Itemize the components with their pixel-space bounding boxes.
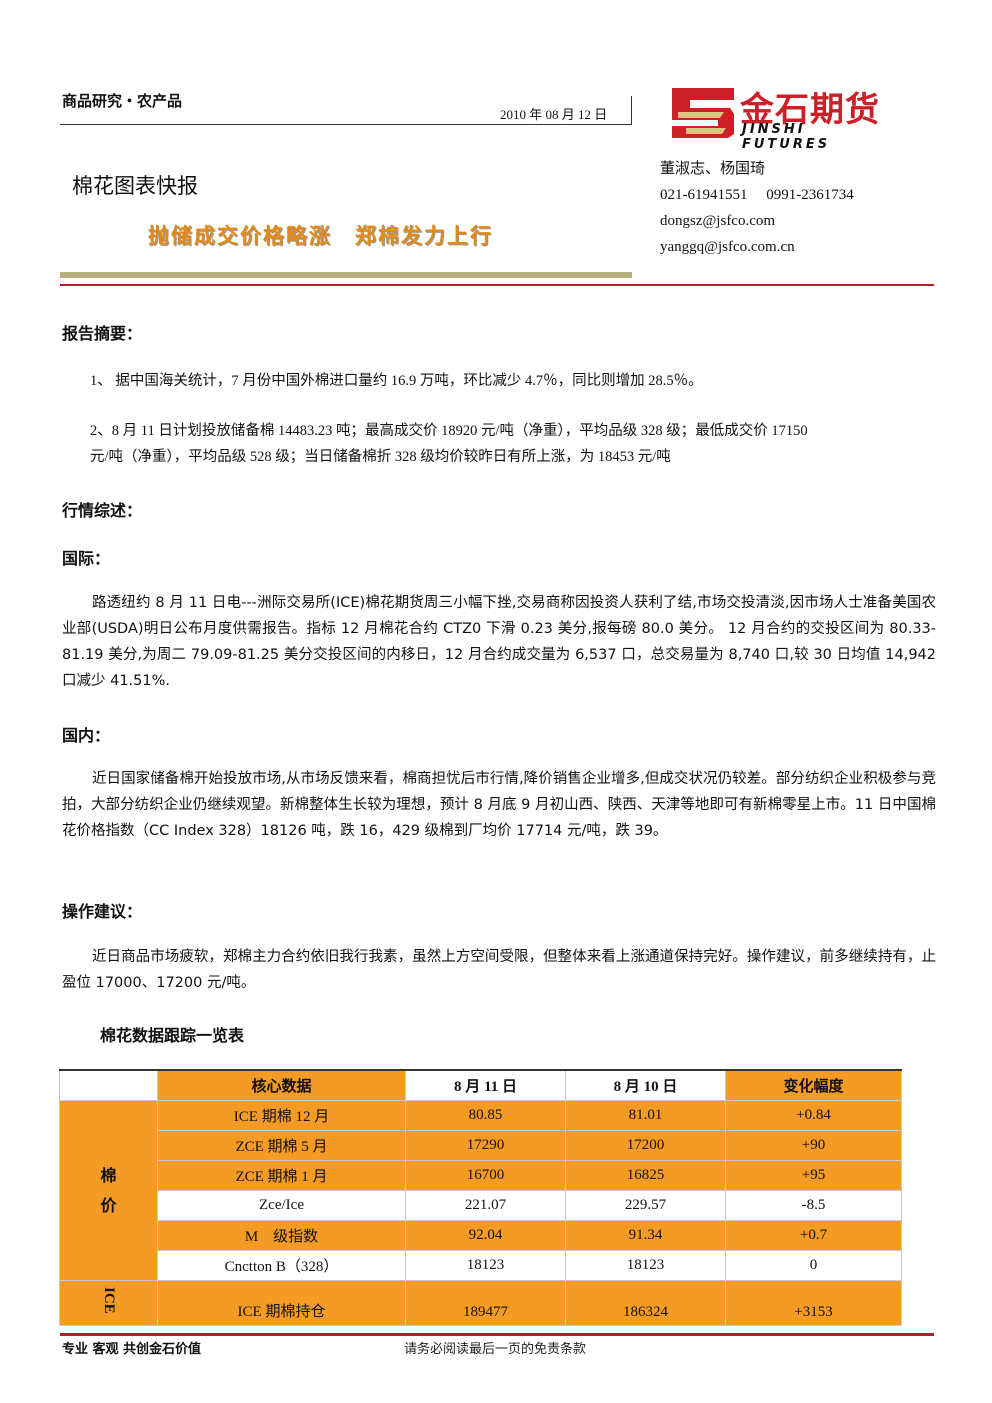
- table-cell: +95: [725, 1160, 902, 1191]
- contact-email-2[interactable]: yanggq@jsfco.com.cn: [660, 239, 795, 255]
- table-cell: 0: [725, 1250, 902, 1281]
- table-row: Cnctton B（328） 18123 18123 0: [59, 1250, 902, 1281]
- logo-mark-icon: [668, 84, 738, 140]
- table-row: ZCE 期棉 1 月 16700 16825 +95: [59, 1160, 902, 1191]
- table-header-cell: [59, 1069, 158, 1101]
- table-header-row: 核心数据 8 月 11 日 8 月 10 日 变化幅度: [59, 1069, 902, 1101]
- logo-text-cn: 金石期货: [740, 90, 880, 130]
- report-category: 商品研究・农产品: [62, 92, 183, 110]
- header-rule-tick: [631, 96, 632, 125]
- table-cell: +3153: [725, 1280, 902, 1326]
- table-cell: 16825: [565, 1160, 726, 1191]
- table-cell: Zce/Ice: [157, 1190, 406, 1221]
- table-cell: 229.57: [565, 1190, 726, 1221]
- table-cell: 18123: [405, 1250, 566, 1281]
- table-cell: ZCE 期棉 1 月: [157, 1160, 406, 1191]
- table-cell: 18123: [565, 1250, 726, 1281]
- group-label-cotton-price: 棉 价: [59, 1100, 158, 1281]
- table-header-cell: 8 月 10 日: [565, 1069, 726, 1101]
- operation-paragraph: 近日商品市场疲软，郑棉主力合约依旧我行我素，虽然上方空间受限，但整体来看上涨通道…: [62, 949, 936, 991]
- footer-slogan: 专业 客观 共创金石价值: [62, 1342, 202, 1357]
- doc-title: 棉花图表快报: [72, 174, 198, 198]
- table-row: M 级指数 92.04 91.34 +0.7: [59, 1220, 902, 1251]
- table-cell: ZCE 期棉 5 月: [157, 1130, 406, 1161]
- table-cell: -8.5: [725, 1190, 902, 1221]
- cotton-data-table: 核心数据 8 月 11 日 8 月 10 日 变化幅度 棉 价 ICE 期棉 1…: [59, 1069, 902, 1326]
- summary-item-2-line-2: 元/吨（净重），平均品级 528 级；当日储备棉折 328 级均价较昨日有所上涨…: [90, 449, 671, 465]
- table-title: 棉花数据跟踪一览表: [100, 1026, 245, 1045]
- table-cell: ICE 期棉 12 月: [157, 1100, 406, 1131]
- table-cell: 17200: [565, 1130, 726, 1161]
- intl-heading: 国际：: [62, 549, 111, 568]
- table-header-cell: 核心数据: [157, 1069, 406, 1101]
- table-cell: Cnctton B（328）: [157, 1250, 406, 1281]
- domestic-heading: 国内：: [62, 726, 111, 745]
- headline: 抛储成交价格略涨 郑棉发力上行: [148, 224, 493, 248]
- intl-paragraph: 路透纽约 8 月 11 日电---洲际交易所(ICE)棉花期货周三小幅下挫,交易…: [62, 595, 936, 689]
- table-cell: 221.07: [405, 1190, 566, 1221]
- table-cell: 92.04: [405, 1220, 566, 1251]
- contact-authors: 董淑志、杨国琦: [660, 161, 766, 177]
- table-header-cell: 变化幅度: [725, 1069, 902, 1101]
- table-cell: 189477: [405, 1280, 566, 1326]
- table-cell: +0.7: [725, 1220, 902, 1251]
- table-header-cell: 8 月 11 日: [405, 1069, 566, 1101]
- contact-block: 董淑志、杨国琦 021-61941551 0991-2361734 dongsz…: [660, 156, 854, 260]
- table-cell: 186324: [565, 1280, 726, 1326]
- company-logo: 金石期货 JINSHI FUTURES: [668, 84, 898, 152]
- table-cell: ICE 期棉持仓: [157, 1280, 406, 1326]
- summary-item-2-line-1: 2、8 月 11 日计划投放储备棉 14483.23 吨；最高成交价 18920…: [90, 423, 808, 439]
- summary-heading: 报告摘要：: [62, 324, 143, 343]
- table-cell: 16700: [405, 1160, 566, 1191]
- table-row: ICE ICE 期棉持仓 189477 186324 +3153: [59, 1280, 902, 1326]
- market-heading: 行情综述：: [62, 501, 143, 520]
- footer-rule: [60, 1333, 934, 1336]
- logo-text-en: JINSHI FUTURES: [742, 122, 831, 152]
- contact-phones: 021-61941551 0991-2361734: [660, 187, 854, 203]
- table-cell: +0.84: [725, 1100, 902, 1131]
- header-rule: [60, 124, 632, 125]
- table-cell: +90: [725, 1130, 902, 1161]
- table-row: Zce/Ice 221.07 229.57 -8.5: [59, 1190, 902, 1221]
- group-label-ice: ICE: [59, 1280, 158, 1326]
- contact-email-1[interactable]: dongsz@jsfco.com: [660, 213, 776, 229]
- table-row: ZCE 期棉 5 月 17290 17200 +90: [59, 1130, 902, 1161]
- table-cell: 80.85: [405, 1100, 566, 1131]
- report-date: 2010 年 08 月 12 日: [500, 107, 608, 122]
- table-row: 棉 价 ICE 期棉 12 月 80.85 81.01 +0.84: [59, 1100, 902, 1281]
- domestic-paragraph: 近日国家储备棉开始投放市场,从市场反馈来看，棉商担忧后市行情,降价销售企业增多,…: [62, 771, 936, 839]
- summary-item-1: 1、 据中国海关统计，7 月份中国外棉进口量约 16.9 万吨，环比减少 4.7…: [90, 373, 703, 389]
- summary-item-2: 2、8 月 11 日计划投放储备棉 14483.23 吨；最高成交价 18920…: [90, 418, 940, 470]
- table-cell: 91.34: [565, 1220, 726, 1251]
- operation-heading: 操作建议：: [62, 902, 143, 921]
- title-rule: [60, 272, 632, 278]
- table-cell: 81.01: [565, 1100, 726, 1131]
- table-cell: 17290: [405, 1130, 566, 1161]
- table-cell: M 级指数: [157, 1220, 406, 1251]
- header-red-rule: [60, 284, 934, 286]
- footer-disclaimer[interactable]: 请务必阅读最后一页的免责条款: [404, 1342, 587, 1357]
